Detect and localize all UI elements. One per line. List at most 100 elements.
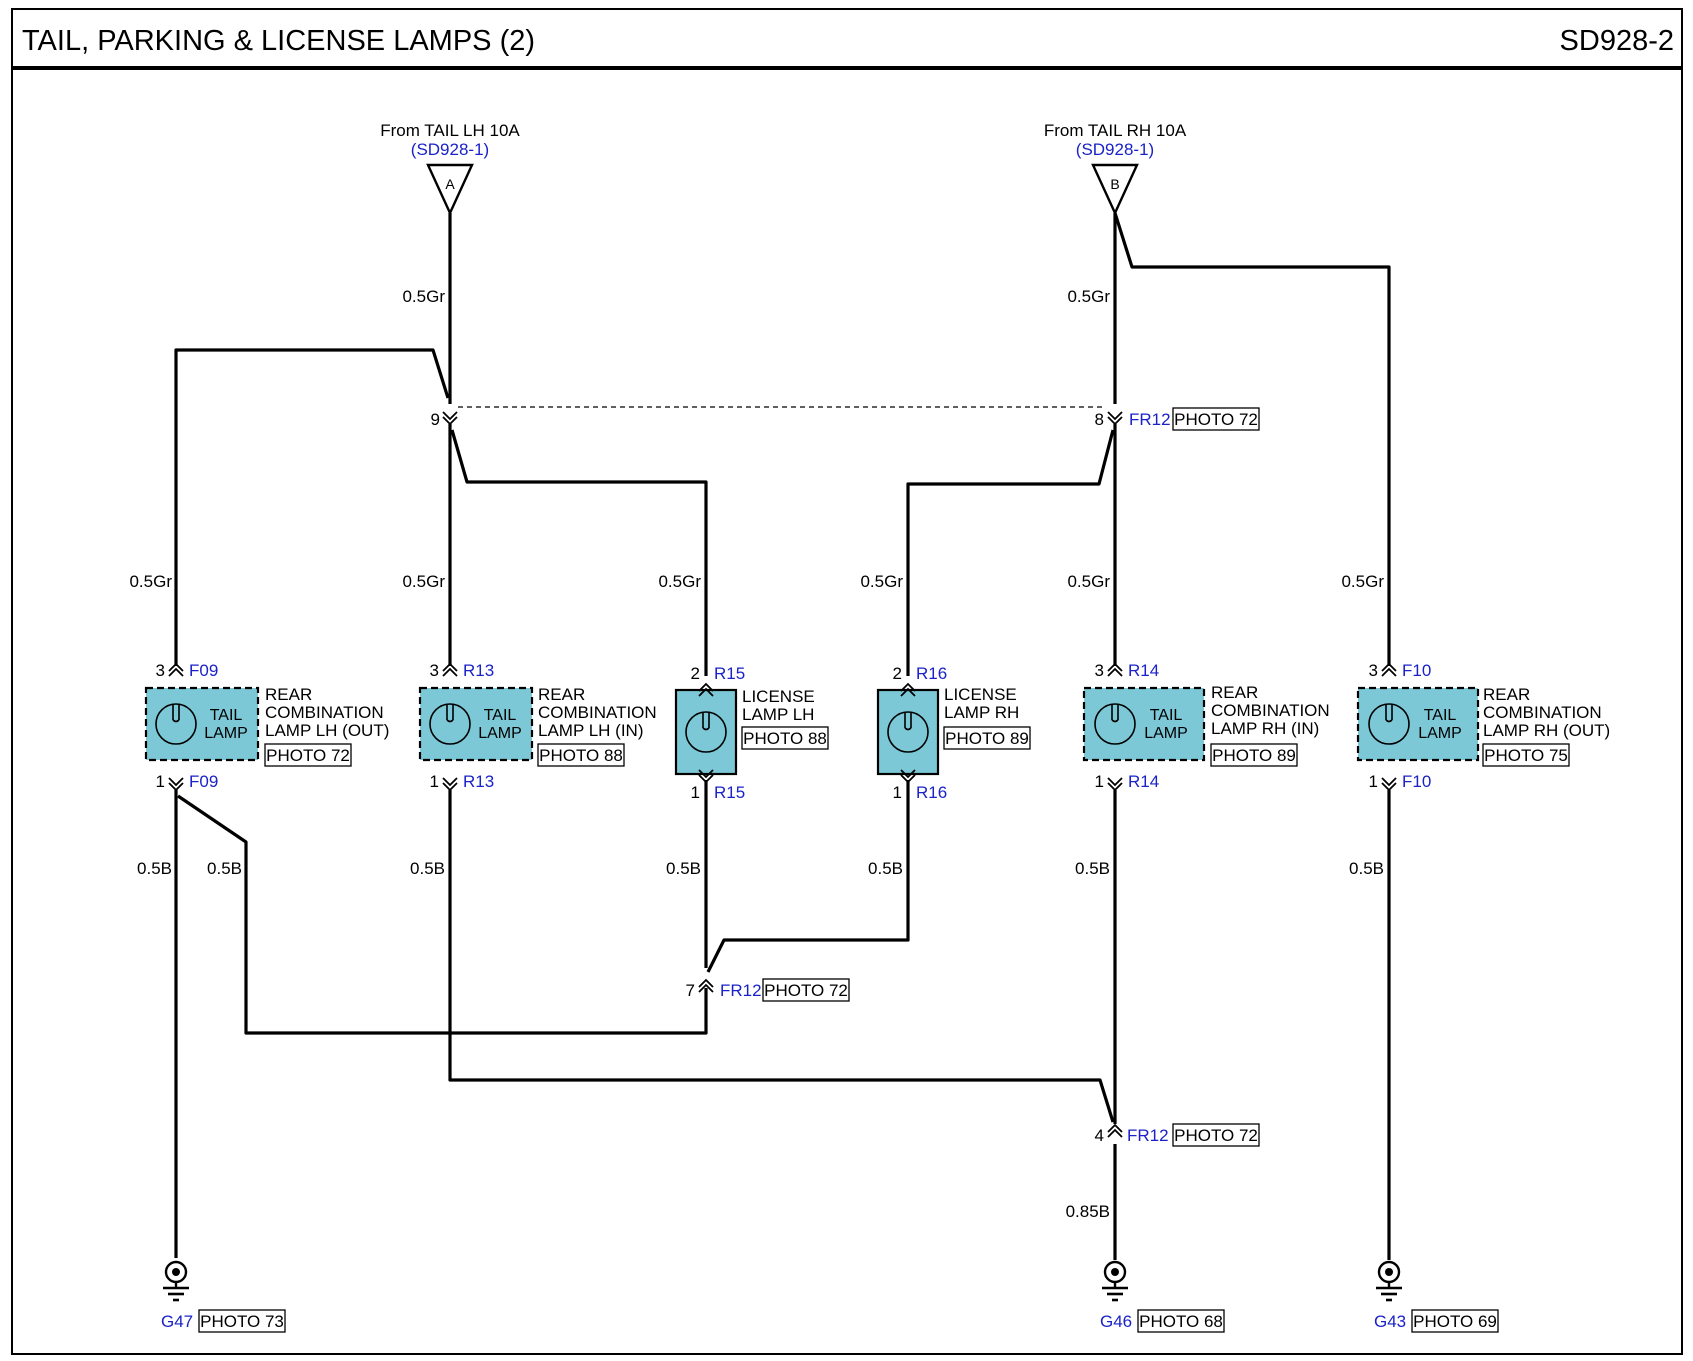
wire-label: 0.5B	[868, 859, 903, 878]
component-name: LAMP RH (IN)	[1211, 719, 1319, 738]
wire-label: 0.5B	[137, 859, 172, 878]
wire-label: 0.5Gr	[402, 287, 445, 306]
joint-pin: 8	[1095, 410, 1104, 429]
photo-ref-box[interactable]	[264, 743, 352, 767]
connector-name[interactable]: F09	[189, 661, 218, 680]
joint-fr12-7: 7 FR12 PHOTO 72	[686, 978, 850, 1002]
photo-ref: PHOTO 72	[764, 981, 848, 1000]
photo-ref-box[interactable]	[198, 1309, 286, 1333]
pin-number: 1	[430, 772, 439, 791]
photo-ref: PHOTO 72	[266, 746, 350, 765]
connector-name[interactable]: R15	[714, 783, 745, 802]
source-a-from: From TAIL LH 10A	[380, 121, 520, 140]
joint-pin: 7	[686, 981, 695, 1000]
ground-g46[interactable]: G46 PHOTO 68	[1100, 1260, 1225, 1333]
photo-ref: PHOTO 88	[539, 746, 623, 765]
component-body	[1356, 686, 1480, 762]
photo-ref-box[interactable]	[1411, 1309, 1499, 1333]
photo-ref: PHOTO 88	[743, 729, 827, 748]
source-a-ref[interactable]: (SD928-1)	[411, 140, 489, 159]
component-name: COMBINATION	[538, 703, 657, 722]
source-b-letter: B	[1110, 176, 1119, 192]
component-rear-combination-lamp-lh-out[interactable]: 3 F09 TAIL LAMP REAR COMBINATION LAMP LH…	[144, 661, 389, 791]
component-name: REAR	[1483, 685, 1530, 704]
connector-name[interactable]: R13	[463, 772, 494, 791]
connector-name[interactable]: F10	[1402, 661, 1431, 680]
joint-pin: 9	[431, 410, 440, 429]
photo-ref-box[interactable]	[943, 726, 1031, 750]
joint-connector-name[interactable]: FR12	[1129, 410, 1171, 429]
ground-icon	[161, 1260, 191, 1302]
source-b-ref[interactable]: (SD928-1)	[1076, 140, 1154, 159]
connector-name[interactable]: R16	[916, 664, 947, 683]
pin-number: 1	[691, 783, 700, 802]
component-inner-label: LAMP	[1144, 725, 1188, 742]
connector-chevron-icon	[1381, 777, 1397, 791]
connector-name[interactable]: R16	[916, 783, 947, 802]
source-b-from: From TAIL RH 10A	[1044, 121, 1187, 140]
component-rear-combination-lamp-lh-in[interactable]: 3 R13 TAIL LAMP REAR COMBINATION LAMP LH…	[418, 661, 657, 791]
wire-label: 0.5B	[207, 859, 242, 878]
component-name: REAR	[1211, 683, 1258, 702]
connector-name[interactable]: F10	[1402, 772, 1431, 791]
ground-name[interactable]: G47	[161, 1312, 193, 1331]
photo-ref-box[interactable]	[1137, 1309, 1225, 1333]
photo-ref: PHOTO 73	[200, 1312, 284, 1331]
connector-name[interactable]: R15	[714, 664, 745, 683]
component-license-lamp-lh[interactable]: 2 R15 LICENSE LAMP LH PHOTO 88 1 R15	[674, 664, 829, 802]
component-inner-label: TAIL	[1150, 707, 1183, 724]
ground-name[interactable]: G46	[1100, 1312, 1132, 1331]
connector-name[interactable]: R14	[1128, 661, 1159, 680]
photo-ref-box[interactable]	[537, 743, 625, 767]
connector-name[interactable]: F09	[189, 772, 218, 791]
component-name: COMBINATION	[1483, 703, 1602, 722]
source-a: From TAIL LH 10A (SD928-1) A	[380, 121, 520, 216]
pin-number: 1	[1095, 772, 1104, 791]
component-inner-label: TAIL	[210, 707, 243, 724]
component-inner-label: LAMP	[478, 725, 522, 742]
wire-to-r16	[906, 429, 1115, 676]
wire-label: 0.5B	[410, 859, 445, 878]
wire-f09-to-fr12-7	[177, 794, 708, 1035]
pin-number: 3	[430, 661, 439, 680]
component-rear-combination-lamp-rh-out[interactable]: 3 F10 TAIL LAMP REAR COMBINATION LAMP RH…	[1356, 661, 1610, 791]
pin-number: 2	[893, 664, 902, 683]
wire-to-f10	[1113, 212, 1391, 666]
component-name: COMBINATION	[265, 703, 384, 722]
source-a-triangle	[426, 163, 474, 216]
photo-ref: PHOTO 68	[1139, 1312, 1223, 1331]
component-name: LAMP LH (OUT)	[265, 721, 389, 740]
wire-r16-to-fr12-7	[706, 780, 910, 973]
wire-label: 0.5Gr	[658, 572, 701, 591]
pin-number: 3	[1369, 661, 1378, 680]
component-body	[1082, 686, 1206, 762]
component-name: LAMP LH (IN)	[538, 721, 644, 740]
pin-number: 3	[1095, 661, 1104, 680]
connector-chevron-icon	[168, 777, 184, 791]
joint-connector-name[interactable]: FR12	[1127, 1126, 1169, 1145]
joint-fr12-4: 4 FR12 PHOTO 72	[1095, 1123, 1260, 1147]
wires	[174, 212, 1391, 1260]
component-rear-combination-lamp-rh-in[interactable]: 3 R14 TAIL LAMP REAR COMBINATION LAMP RH…	[1082, 661, 1330, 791]
ground-g47[interactable]: G47 PHOTO 73	[161, 1260, 286, 1333]
connector-name[interactable]: R14	[1128, 772, 1159, 791]
connector-name[interactable]: R13	[463, 661, 494, 680]
source-b: From TAIL RH 10A (SD928-1) B	[1044, 121, 1187, 216]
page-code: SD928-2	[1560, 25, 1674, 57]
joint-connector-name[interactable]: FR12	[720, 981, 762, 1000]
photo-ref-box[interactable]	[762, 978, 850, 1002]
ground-g43[interactable]: G43 PHOTO 69	[1374, 1260, 1499, 1333]
photo-ref-box[interactable]	[741, 726, 829, 750]
joint-pin: 4	[1095, 1126, 1104, 1145]
component-license-lamp-rh[interactable]: 2 R16 LICENSE LAMP RH PHOTO 89 1 R16	[876, 664, 1031, 802]
wire-label: 0.5B	[1075, 859, 1110, 878]
photo-ref-box[interactable]	[1482, 743, 1570, 767]
connector-chevron-icon	[1107, 411, 1123, 425]
component-name: LAMP RH (OUT)	[1483, 721, 1610, 740]
photo-ref-box[interactable]	[1172, 407, 1260, 431]
photo-ref: PHOTO 89	[1212, 746, 1296, 765]
photo-ref-box[interactable]	[1210, 743, 1298, 767]
photo-ref-box[interactable]	[1172, 1123, 1260, 1147]
ground-name[interactable]: G43	[1374, 1312, 1406, 1331]
